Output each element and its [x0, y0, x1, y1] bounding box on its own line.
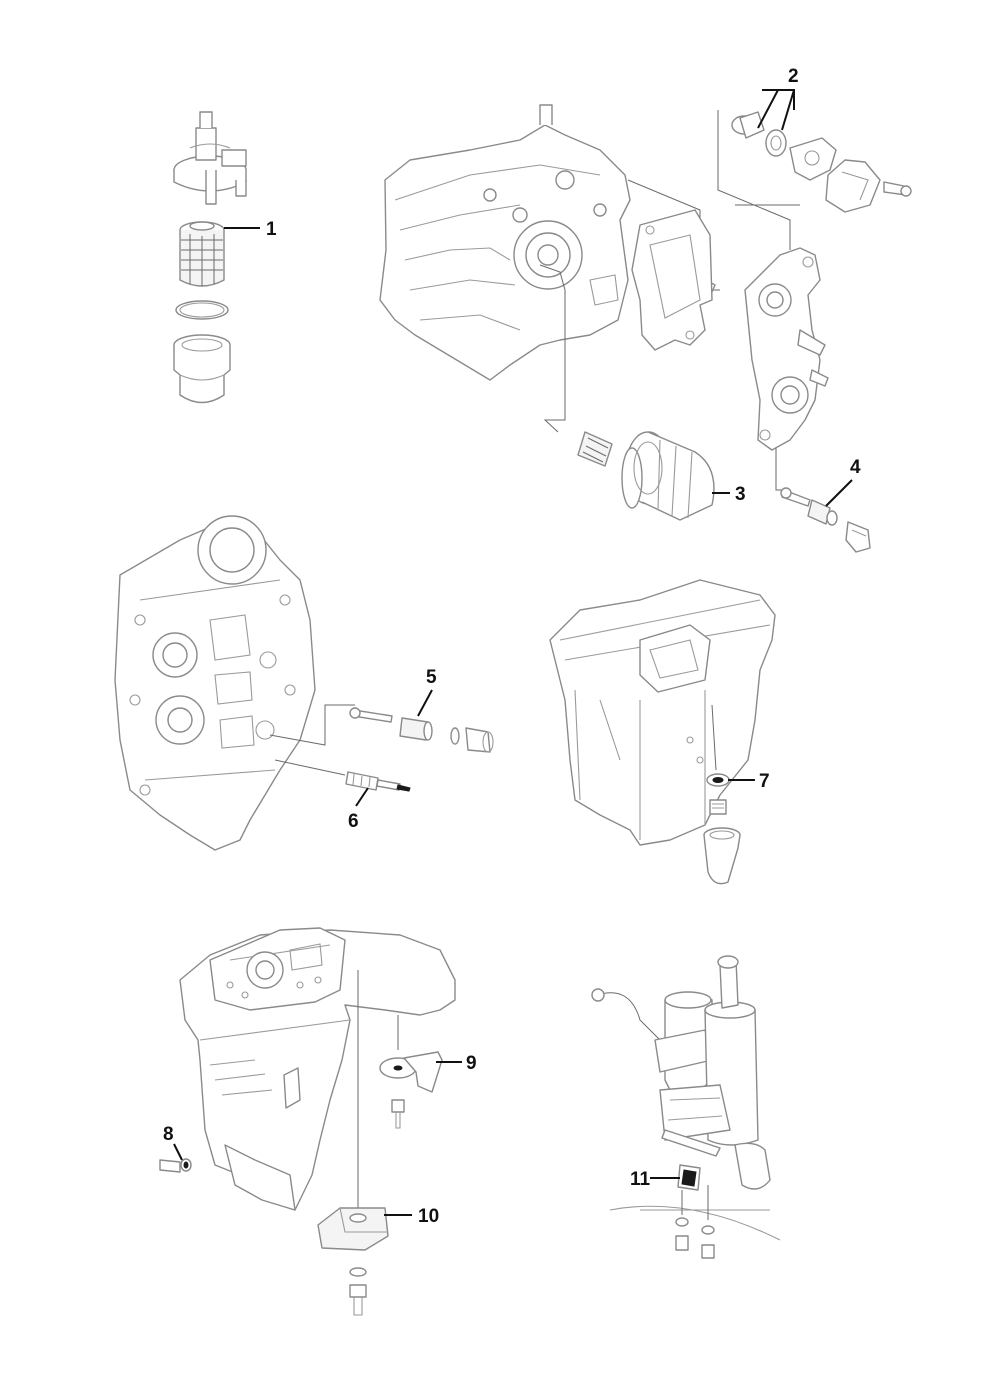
callout-10: 10: [418, 1206, 439, 1227]
callout-5: 5: [426, 667, 437, 688]
callout-3: 3: [735, 484, 746, 505]
cover-gasket: [631, 209, 713, 351]
oil-pan-assembly: [549, 579, 776, 885]
callout-6: 6: [348, 811, 359, 832]
spark-plug: [345, 771, 411, 792]
filter-o-ring: [175, 300, 229, 320]
cylinder-head-assembly: [114, 515, 355, 851]
callout-9: 9: [466, 1053, 477, 1074]
leader-4: [825, 479, 853, 507]
fuel-filter-head: [173, 111, 247, 205]
callout-4: 4: [850, 457, 861, 478]
callout-leaders: [173, 89, 853, 1216]
drain-plug-set: [780, 487, 871, 553]
fuel-filter-cup: [173, 334, 231, 404]
anode-screw: [391, 1099, 405, 1129]
fuel-filter-assembly: [173, 111, 247, 404]
tilt-anode: [677, 1164, 701, 1191]
fuel-filter-element: [179, 221, 225, 287]
callout-7: 7: [759, 771, 770, 792]
lower-unit-assembly: [159, 927, 456, 1316]
oil-filter-nipple: [577, 431, 613, 467]
callout-2: 2: [788, 66, 799, 87]
callout-11: 11: [630, 1169, 651, 1190]
leader-6: [355, 787, 369, 807]
cylinder-block: [379, 124, 631, 381]
callout-numbers: 1 2 3 4 5 6 7 8 9 10 11: [163, 66, 861, 1227]
leader-5: [417, 689, 433, 717]
fitting-bolt: [349, 707, 393, 723]
callout-8: 8: [163, 1124, 174, 1145]
head-fittings: [345, 707, 494, 792]
tilt-cylinder-assembly: [591, 955, 781, 1259]
thermostat-parts: [731, 111, 912, 213]
callout-1: 1: [266, 219, 277, 240]
oil-drain-bolt: [709, 799, 727, 815]
leader-8: [173, 1143, 183, 1161]
leader-2: [757, 89, 795, 131]
gearcase-anode: [317, 1207, 389, 1251]
trim-tab-anode: [379, 1051, 443, 1093]
oil-filter: [621, 431, 715, 521]
thermo-sleeve: [399, 717, 433, 741]
gearcase-plug: [159, 1158, 192, 1173]
oil-drain-funnel: [703, 827, 741, 885]
cylinder-block-assembly: [379, 104, 912, 553]
anode-bolt: [349, 1284, 367, 1316]
fitting-cap: [465, 727, 494, 753]
